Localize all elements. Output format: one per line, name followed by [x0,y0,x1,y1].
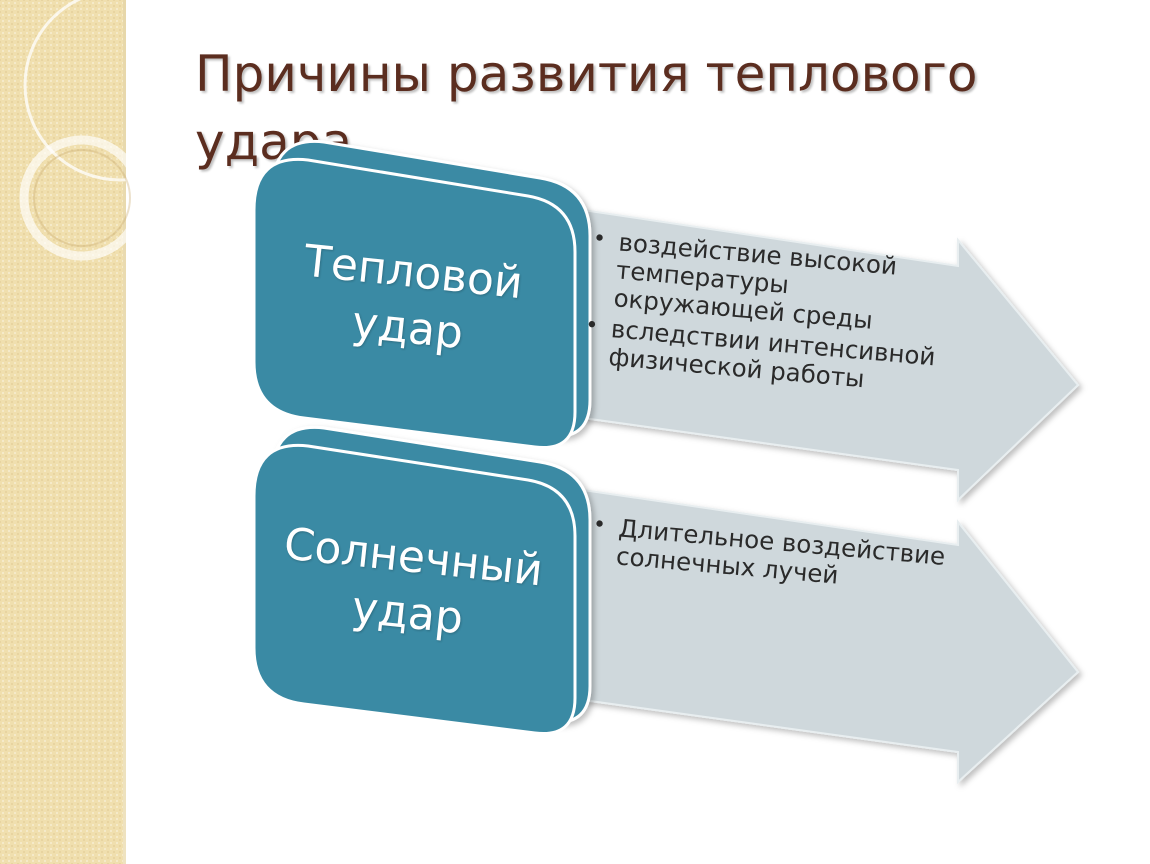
box-sun-stroke [252,443,577,736]
slide-title: Причины развития теплового удара [195,45,978,171]
decorative-circle-ring [19,135,145,261]
decorative-circle-large [23,0,200,182]
decorative-circles [19,0,200,261]
decorative-circle-ring-inner [33,149,131,247]
box-heat-stroke [252,157,577,450]
side-strip-edge [123,0,126,864]
bullets-heat-stroke: воздействие высокой температуры окружающ… [579,226,950,403]
